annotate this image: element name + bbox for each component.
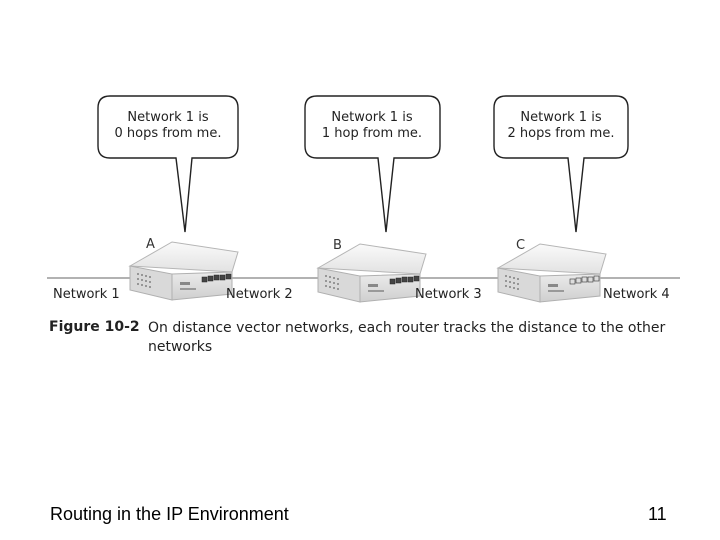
network-label-3: Network 3	[415, 287, 482, 302]
router-c-icon	[496, 243, 607, 303]
bubble-b-line1: Network 1 is	[331, 110, 413, 125]
speech-bubble-b	[304, 95, 441, 233]
network-label-1: Network 1	[53, 287, 120, 302]
bubble-a-line1: Network 1 is	[127, 110, 209, 125]
page-number: 11	[648, 504, 667, 524]
bubble-text-c: Network 1 is 2 hops from me.	[491, 110, 631, 142]
footer-title: Routing in the IP Environment	[50, 504, 289, 524]
router-label-b: B	[333, 238, 342, 253]
speech-bubble-a	[97, 95, 239, 233]
speech-bubble-c	[493, 95, 629, 233]
bubble-c-line1: Network 1 is	[520, 110, 602, 125]
router-a-icon	[128, 241, 239, 301]
figure-caption: On distance vector networks, each router…	[148, 320, 666, 355]
network-label-4: Network 4	[603, 287, 670, 302]
bubble-text-b: Network 1 is 1 hop from me.	[302, 110, 442, 142]
router-label-c: C	[516, 238, 526, 253]
router-label-a: A	[146, 237, 155, 252]
router-b-icon	[316, 243, 427, 303]
bubble-text-a: Network 1 is 0 hops from me.	[98, 110, 238, 142]
bubble-b-line2: 1 hop from me.	[321, 126, 423, 141]
network-label-2: Network 2	[226, 287, 293, 302]
bubble-c-line2: 2 hops from me.	[507, 126, 615, 141]
figure-number: Figure 10-2	[49, 319, 140, 335]
bubble-a-line2: 0 hops from me.	[114, 126, 222, 141]
